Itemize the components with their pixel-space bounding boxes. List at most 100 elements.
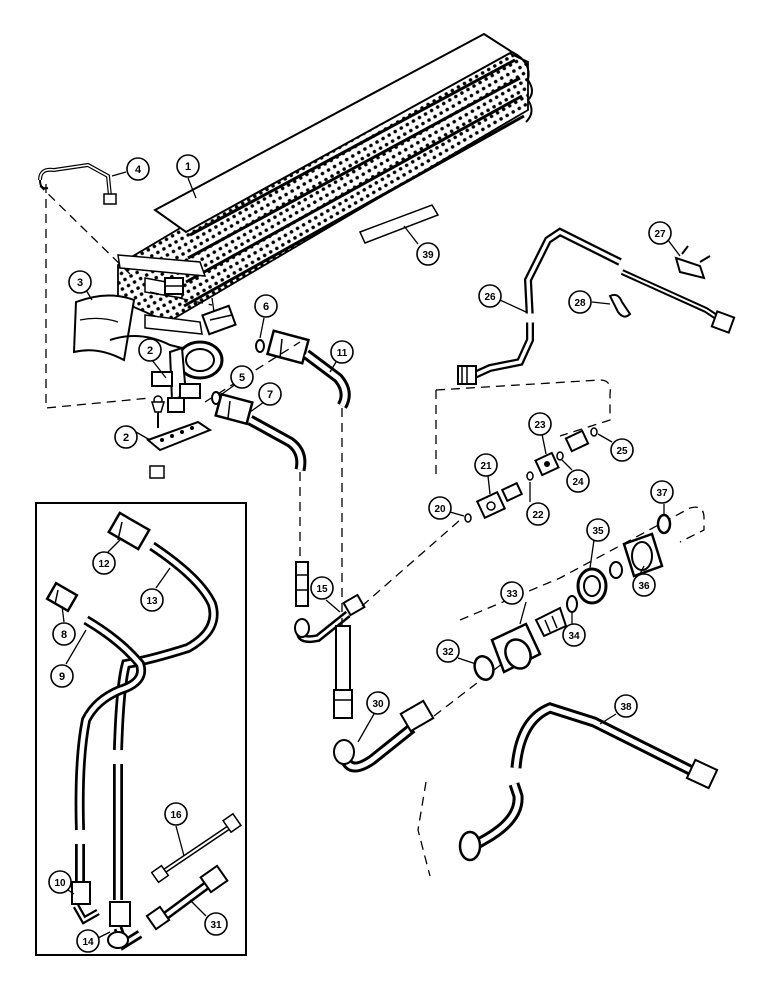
callout-31: 31 <box>189 899 228 936</box>
callout-15: 15 <box>310 576 341 613</box>
hose-7 <box>214 392 307 472</box>
callout-label: 28 <box>574 298 586 309</box>
callout-label: 35 <box>592 526 604 537</box>
callout-label: 24 <box>572 477 584 488</box>
callout-37: 37 <box>650 480 674 514</box>
callout-label: 30 <box>372 699 384 710</box>
callout-label: 22 <box>532 510 544 521</box>
callout-20: 20 <box>428 496 465 520</box>
insulation-pad <box>72 294 136 362</box>
callout-label: 16 <box>170 810 182 821</box>
callout-label: 2 <box>123 432 129 444</box>
callout-label: 21 <box>480 461 492 472</box>
callout-25: 25 <box>597 433 634 462</box>
callout-label: 31 <box>210 920 222 931</box>
callout-36: 36 <box>632 565 656 597</box>
callout-9: 9 <box>50 629 87 688</box>
callout-label: 32 <box>442 647 454 658</box>
decal <box>358 204 440 244</box>
nut <box>149 465 165 479</box>
callout-1: 1 <box>176 154 200 199</box>
callout-label: 37 <box>656 488 668 499</box>
callout-14: 14 <box>76 929 111 953</box>
callout-13: 13 <box>140 567 171 612</box>
callout-12: 12 <box>92 539 121 575</box>
callout-6: 6 <box>254 294 278 339</box>
expansion-valve <box>109 335 224 413</box>
callout-3: 3 <box>68 270 93 301</box>
callout-38: 38 <box>599 694 638 725</box>
callout-label: 36 <box>638 581 650 592</box>
fitting-group-32-37 <box>473 513 672 681</box>
elbow-fitting-10 <box>71 881 100 925</box>
callouts: 1 2 2 3 4 5 6 7 8 9 10 11 12 13 14 15 16… <box>48 154 681 953</box>
callout-label: 15 <box>316 584 328 595</box>
callout-label: 13 <box>146 596 158 607</box>
callout-label: 2 <box>147 345 153 357</box>
callout-label: 33 <box>506 589 518 600</box>
callout-16: 16 <box>164 802 188 857</box>
callout-label: 4 <box>135 164 142 176</box>
callout-7: 7 <box>249 382 282 413</box>
callout-label: 27 <box>654 229 666 240</box>
callout-label: 1 <box>185 161 191 173</box>
callout-32: 32 <box>436 639 477 665</box>
callout-30: 30 <box>357 691 390 743</box>
callout-26: 26 <box>478 284 527 313</box>
hose-fitting-30 <box>333 625 435 773</box>
tube-31 <box>145 864 229 931</box>
callout-label: 8 <box>61 629 67 641</box>
callout-33: 33 <box>500 581 527 625</box>
outlet-fitting <box>201 304 237 336</box>
callout-2b: 2 <box>114 425 151 449</box>
callout-5: 5 <box>221 365 254 395</box>
fitting-group-20-25 <box>464 427 598 523</box>
evaporator-core <box>117 32 533 336</box>
callout-label: 5 <box>239 372 245 384</box>
callout-label: 9 <box>59 671 65 683</box>
callout-35: 35 <box>586 518 610 569</box>
o-ring <box>255 339 265 353</box>
callout-label: 25 <box>616 446 628 457</box>
elbow-fitting-14 <box>107 901 143 951</box>
callout-label: 34 <box>568 631 580 642</box>
callout-label: 12 <box>98 559 110 570</box>
callout-11: 11 <box>329 340 354 373</box>
callout-10: 10 <box>48 870 75 895</box>
callout-label: 7 <box>267 389 273 401</box>
callout-27: 27 <box>648 221 681 257</box>
callout-34: 34 <box>562 612 586 647</box>
callout-label: 6 <box>263 301 269 313</box>
tube-26 <box>457 227 736 385</box>
callout-39: 39 <box>403 225 440 266</box>
inlet-fitting <box>164 277 184 295</box>
hose-fitting-15 <box>294 561 366 644</box>
callout-label: 39 <box>422 250 434 261</box>
callout-4: 4 <box>111 157 150 181</box>
tube-16 <box>150 812 242 884</box>
mounting-bracket <box>146 420 213 452</box>
callout-label: 23 <box>534 420 546 431</box>
switch <box>674 245 711 280</box>
callout-21: 21 <box>474 453 498 495</box>
callout-label: 26 <box>484 292 496 303</box>
callout-label: 10 <box>54 878 66 889</box>
callout-label: 3 <box>77 277 83 289</box>
callout-23: 23 <box>528 412 552 455</box>
callout-8: 8 <box>52 605 76 646</box>
clip <box>608 293 632 318</box>
inset-hoses <box>45 511 242 951</box>
callout-22: 22 <box>526 482 550 526</box>
callout-2a: 2 <box>138 338 167 379</box>
callout-label: 38 <box>620 702 632 713</box>
tube-38 <box>458 702 719 862</box>
callout-24: 24 <box>561 459 590 493</box>
callout-label: 20 <box>434 504 446 515</box>
routing-lines <box>39 184 521 717</box>
hose-11 <box>265 329 351 409</box>
callout-label: 11 <box>337 348 348 359</box>
callout-28: 28 <box>568 290 611 314</box>
screw <box>150 401 166 413</box>
